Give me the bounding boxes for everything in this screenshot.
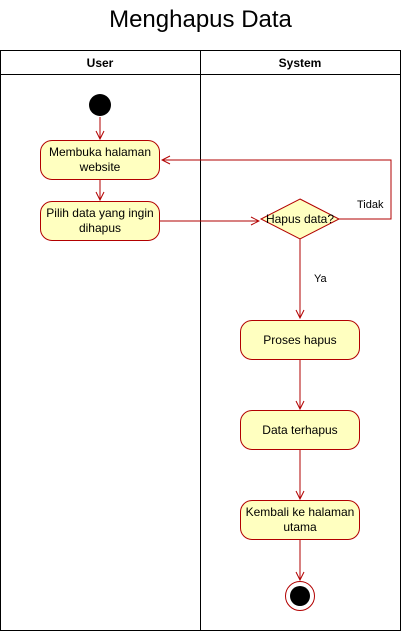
decision-label: Hapus data?	[262, 211, 338, 227]
activity-open-website-label: Membuka halaman website	[48, 145, 152, 174]
activity-back-home: Kembali ke halaman utama	[240, 500, 360, 540]
activity-select-data-label: Pilih data yang ingin dihapus	[46, 206, 154, 235]
activity-process-delete-label: Proses hapus	[263, 332, 337, 347]
activity-data-deleted-label: Data terhapus	[262, 422, 338, 437]
end-node-inner	[290, 586, 310, 606]
activity-select-data: Pilih data yang ingin dihapus	[40, 201, 160, 241]
edge-label-no: Tidak	[357, 199, 384, 211]
activity-data-deleted: Data terhapus	[240, 410, 360, 450]
start-node	[89, 94, 111, 116]
edge-decision-no-loop	[162, 160, 392, 220]
edge-label-yes: Ya	[314, 273, 327, 285]
activity-back-home-label: Kembali ke halaman utama	[245, 505, 355, 534]
activity-open-website: Membuka halaman website	[40, 140, 160, 180]
diagram-title: Menghapus Data	[109, 6, 292, 33]
activity-process-delete: Proses hapus	[240, 320, 360, 360]
lane-header-user: User	[87, 56, 114, 70]
decision-text: Hapus data?	[265, 211, 335, 226]
lane-header-system: System	[279, 56, 322, 70]
